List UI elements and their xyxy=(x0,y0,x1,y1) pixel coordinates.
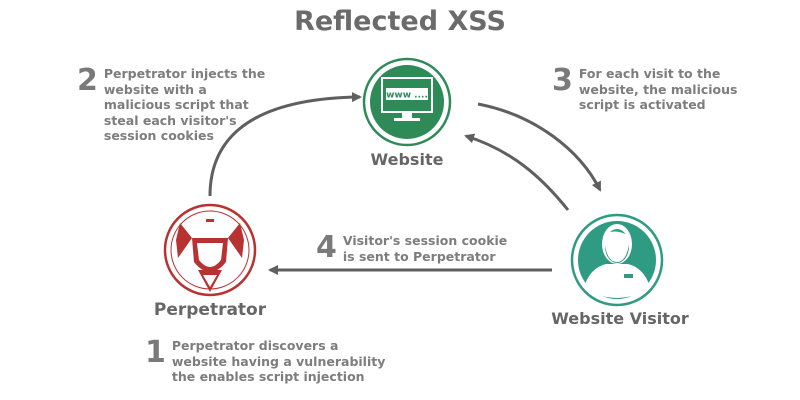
step-text: For each visit to the website, the malic… xyxy=(578,66,738,112)
user-icon xyxy=(584,224,650,298)
visitor-label: Website Visitor xyxy=(551,309,689,328)
arrow-perpetrator-to-website xyxy=(208,92,362,197)
hacker-mask-icon xyxy=(176,219,244,292)
step-1: 1 Perpetrator discovers a website having… xyxy=(145,338,395,385)
monitor-www-icon: www .... xyxy=(381,77,433,121)
step-text: Perpetrator discovers a website having a… xyxy=(171,338,386,384)
step-text: Visitor's session cookie is sent to Perp… xyxy=(342,233,508,264)
step-number: 3 xyxy=(552,63,573,98)
website-label: Website xyxy=(370,150,444,169)
screen-text: www .... xyxy=(386,91,428,101)
perpetrator-label: Perpetrator xyxy=(153,300,267,320)
step-number: 1 xyxy=(145,335,166,370)
step-4: 4 Visitor's session cookie is sent to Pe… xyxy=(316,233,536,264)
website-node: www .... xyxy=(362,57,452,147)
arrow-website-to-visitor xyxy=(477,102,602,192)
step-2: 2 Perpetrator injects the website with a… xyxy=(77,66,277,144)
step-3: 3 For each visit to the website, the mal… xyxy=(552,66,752,113)
step-number: 4 xyxy=(316,230,337,265)
step-number: 2 xyxy=(77,63,98,98)
visitor-node xyxy=(570,213,664,307)
arrow-visitor-to-website xyxy=(464,133,570,211)
perpetrator-node xyxy=(163,203,257,297)
diagram-title: Reflected XSS xyxy=(294,6,506,37)
step-text: Perpetrator injects the website with a m… xyxy=(103,66,266,143)
